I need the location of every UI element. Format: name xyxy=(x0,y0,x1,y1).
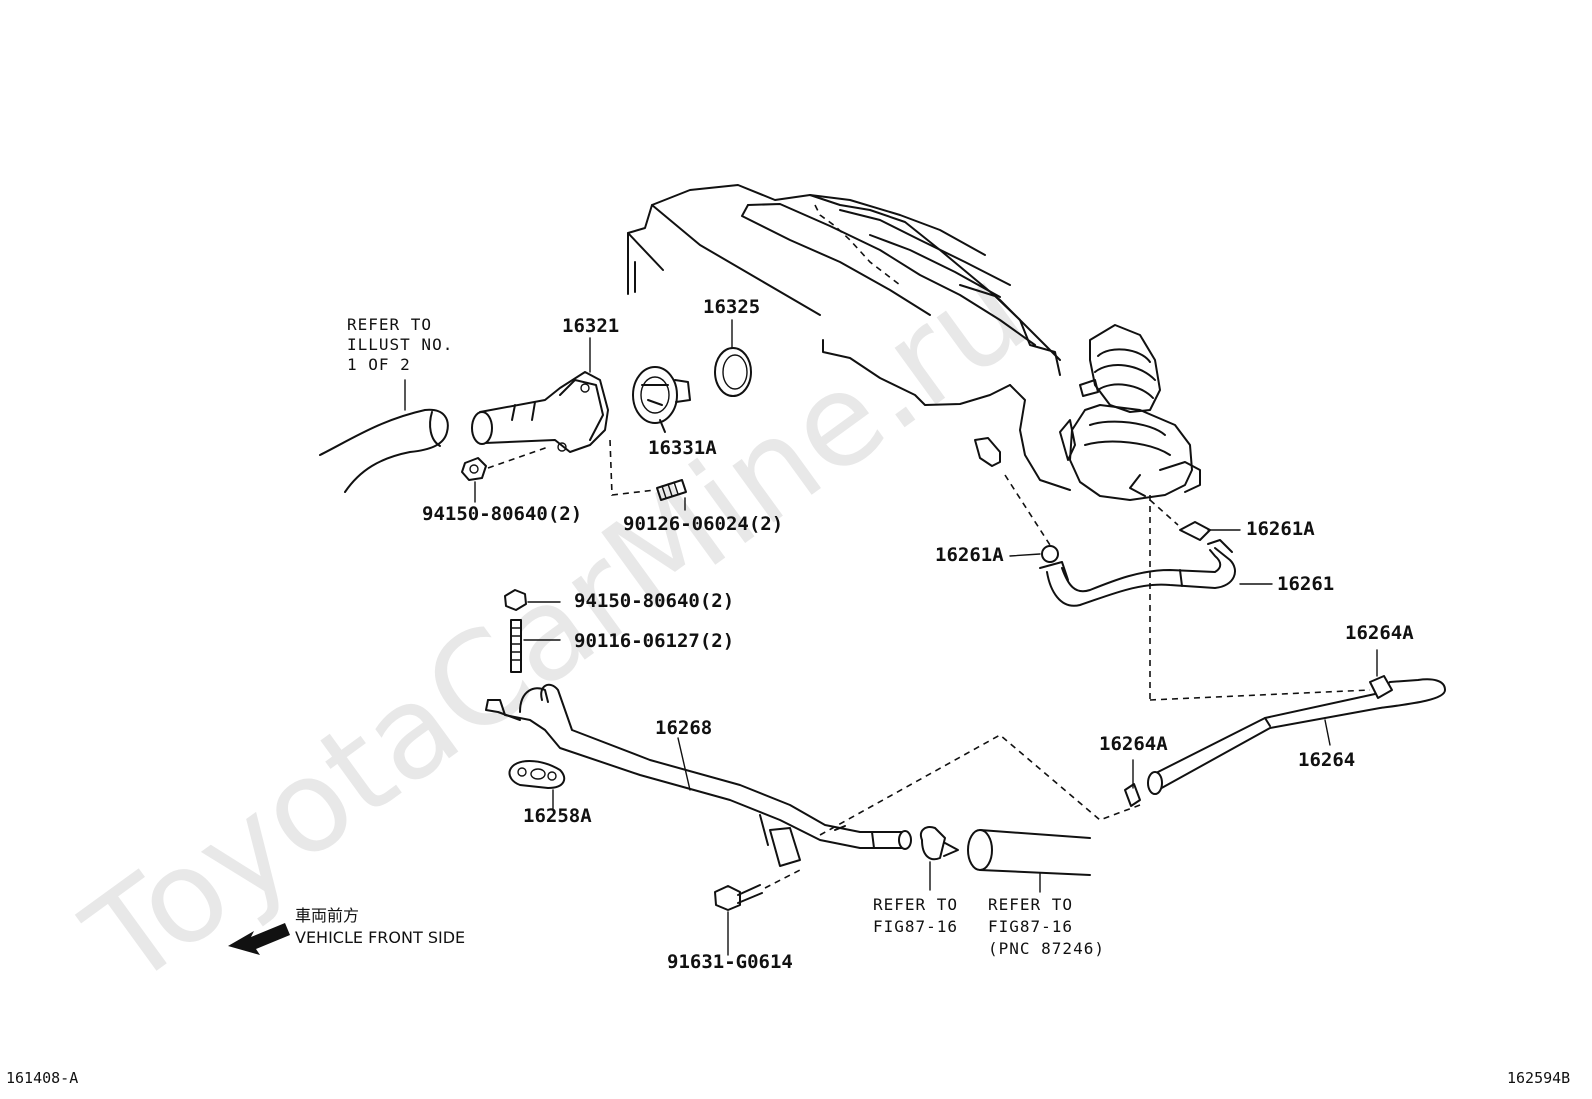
pipe-16268 xyxy=(485,683,912,867)
note-line: REFER TO xyxy=(988,895,1073,914)
hose-left-refer xyxy=(319,408,449,493)
figure-code-left: 161408-A xyxy=(6,1069,78,1087)
hose-16264 xyxy=(1124,649,1446,807)
direction-en: VEHICLE FRONT SIDE xyxy=(295,928,465,947)
direction-jp: 車両前方 xyxy=(295,906,359,925)
note-line: REFER TO xyxy=(873,895,958,914)
stud-90126 xyxy=(609,439,687,511)
label-16264A-mid: 16264A xyxy=(1099,733,1168,755)
label-16321: 16321 xyxy=(562,315,619,337)
engine-block xyxy=(627,184,1071,491)
label-16261A-right: 16261A xyxy=(1246,518,1315,540)
note-refer-fig-2: REFER TO FIG87-16 (PNC 87246) xyxy=(988,895,1105,958)
leader-16268 xyxy=(677,737,691,791)
note-line: ILLUST NO. xyxy=(347,335,453,354)
note-line: REFER TO xyxy=(347,315,432,334)
note-line: FIG87-16 xyxy=(988,917,1073,936)
gasket-16258A xyxy=(508,760,566,811)
gasket-16325 xyxy=(714,347,752,397)
note-refer-illust: REFER TO ILLUST NO. 1 OF 2 xyxy=(347,315,453,374)
figure-code-right: 162594B xyxy=(1507,1069,1570,1087)
label-94150-mid: 94150-80640(2) xyxy=(574,590,734,612)
vehicle-front-arrow-icon xyxy=(228,923,290,955)
hose-bottom-refer xyxy=(967,829,1091,893)
label-16261A-left: 16261A xyxy=(935,544,1004,566)
note-line: FIG87-16 xyxy=(873,917,958,936)
label-16264A-top: 16264A xyxy=(1345,622,1414,644)
nut-94150-top xyxy=(461,446,549,503)
note-line: 1 OF 2 xyxy=(347,355,411,374)
label-90126: 90126-06024(2) xyxy=(623,513,783,535)
label-16264: 16264 xyxy=(1298,749,1355,771)
nut-94150-mid xyxy=(504,589,561,611)
label-94150-top: 94150-80640(2) xyxy=(422,503,582,525)
leader-16261A-left xyxy=(1009,553,1041,557)
throttle-body xyxy=(1059,324,1201,501)
label-16261: 16261 xyxy=(1277,573,1334,595)
label-16268: 16268 xyxy=(655,717,712,739)
label-16325: 16325 xyxy=(703,296,760,318)
stud-90116 xyxy=(510,619,561,673)
clamp-bottom xyxy=(920,826,959,891)
label-16258A: 16258A xyxy=(523,805,592,827)
label-90116: 90116-06127(2) xyxy=(574,630,734,652)
bolt-91631 xyxy=(714,869,801,956)
note-line: (PNC 87246) xyxy=(988,939,1105,958)
water-inlet-16321 xyxy=(471,371,609,453)
note-refer-fig-1: REFER TO FIG87-16 xyxy=(873,895,958,936)
thermostat-16331A xyxy=(632,366,691,433)
label-16331A: 16331A xyxy=(648,437,717,459)
dashed-connection xyxy=(819,734,1141,836)
label-91631: 91631-G0614 xyxy=(667,951,793,973)
